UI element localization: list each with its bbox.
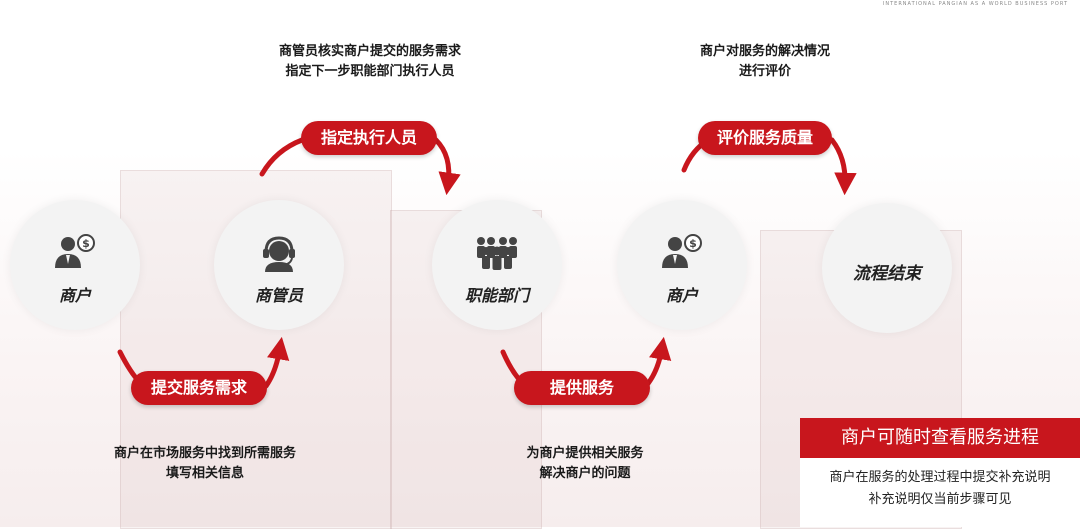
node-label: 商管员 (254, 286, 303, 305)
step-description: 商户对服务的解决情况 进行评价 (699, 44, 830, 79)
svg-text:$: $ (689, 237, 697, 250)
node-label: 流程结束 (853, 264, 921, 284)
step-pill-submit: 提交服务需求 (131, 371, 267, 405)
headset-icon (263, 236, 295, 272)
node-merchant: $ 商户 (10, 200, 140, 330)
step-pill-assign: 指定执行人员 (301, 121, 437, 155)
info-title: 商户可随时查看服务进程 (800, 418, 1080, 458)
node-label: 职能部门 (464, 286, 529, 305)
merchant-icon: $ (55, 234, 95, 268)
step-description: 商管员核实商户提交的服务需求 指定下一步职能部门执行人员 (278, 44, 461, 79)
node-department: 职能部门 (432, 200, 562, 330)
merchant-icon: $ (662, 234, 702, 268)
svg-text:$: $ (82, 237, 90, 250)
node-end: 流程结束 (822, 203, 952, 333)
arrow-bottom-left-head (263, 336, 290, 389)
arrow-top-left (259, 137, 305, 177)
arrow-top-right-head (829, 137, 857, 196)
node-label: 商户 (58, 286, 91, 305)
node-label: 商户 (665, 286, 698, 305)
tagline: INTERNATIONAL PANGIAN AS A WORLD BUSINES… (882, 1, 1068, 7)
step-description: 为商户提供相关服务 解决商户的问题 (526, 446, 644, 481)
arrow-bottom-right (500, 349, 521, 381)
node-manager: 商管员 (214, 200, 344, 330)
step-description: 商户在市场服务中找到所需服务 填写相关信息 (113, 446, 296, 481)
arrow-top-left-head (433, 137, 461, 196)
team-icon (477, 237, 517, 270)
step-pill-provide: 提供服务 (514, 371, 650, 405)
step-pill-evaluate: 评价服务质量 (698, 121, 832, 155)
info-box: 商户可随时查看服务进程 商户在服务的处理过程中提交补充说明 补充说明仅当前步骤可… (800, 418, 1080, 527)
arrow-bottom-left (117, 349, 139, 381)
info-body: 商户在服务的处理过程中提交补充说明 补充说明仅当前步骤可见 (829, 470, 1051, 507)
node-merchant-evaluate: $ 商户 (617, 200, 747, 330)
